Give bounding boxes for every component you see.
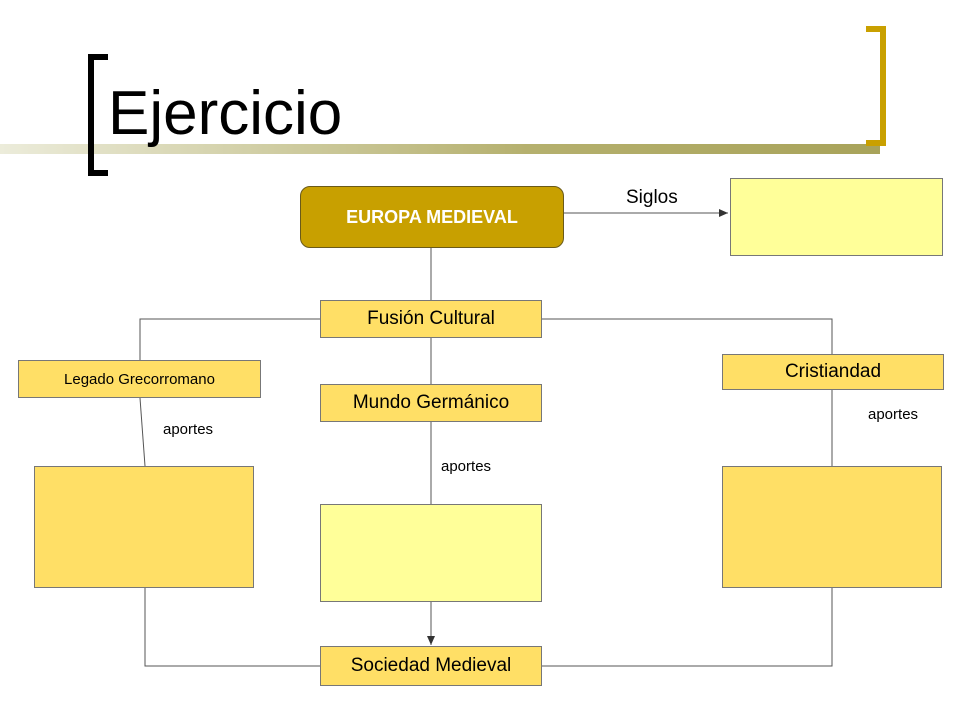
- mundo-germanico-node: Mundo Germánico: [320, 384, 542, 422]
- aportes-label-left: aportes: [163, 421, 214, 438]
- left-bracket-decoration: [88, 54, 108, 176]
- legado-aportes-answer-box: [34, 466, 254, 588]
- siglos-answer-box: [730, 178, 943, 256]
- aportes-label-right: aportes: [868, 406, 919, 423]
- cristiandad-aportes-answer-box: [722, 466, 942, 588]
- sociedad-medieval-node: Sociedad Medieval: [320, 646, 542, 686]
- europa-medieval-node: EUROPA MEDIEVAL: [300, 186, 564, 248]
- cristiandad-node: Cristiandad: [722, 354, 944, 390]
- fusion-cultural-node: Fusión Cultural: [320, 300, 542, 338]
- line-right-box-to-sociedad: [542, 588, 833, 667]
- slide-title: Ejercicio: [108, 79, 343, 148]
- germanico-aportes-answer-box: [320, 504, 542, 602]
- line-fusion-to-legado: [139, 318, 320, 360]
- title-underline: [0, 144, 880, 154]
- right-bracket-decoration: [866, 26, 886, 146]
- line-left-box-to-sociedad: [144, 588, 320, 667]
- siglos-label: Siglos: [626, 187, 678, 208]
- line-fusion-to-cristiandad: [542, 318, 833, 354]
- legado-grecorromano-node: Legado Grecorromano: [18, 360, 261, 398]
- line-legado-to-left-box: [139, 397, 146, 467]
- aportes-label-center: aportes: [441, 458, 492, 475]
